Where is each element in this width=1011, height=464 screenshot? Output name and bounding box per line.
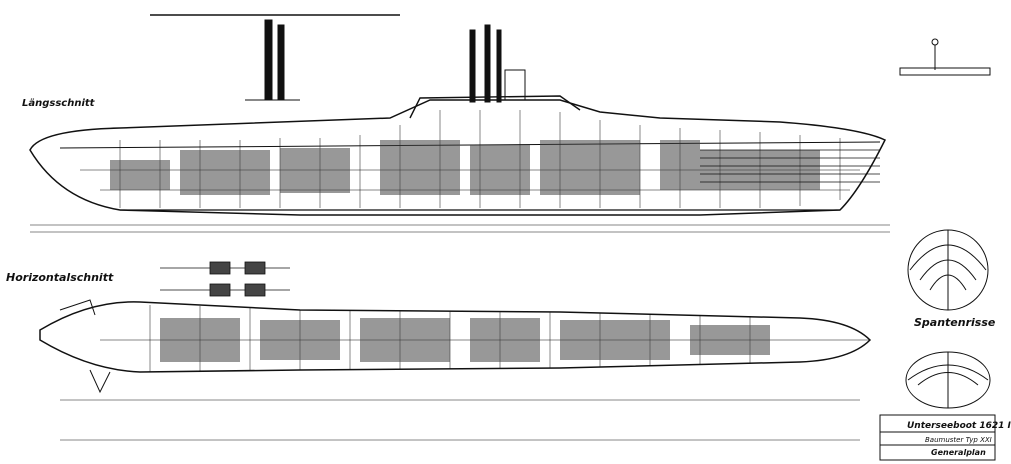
horizontal-section-title: Horizontalschnitt — [6, 271, 114, 284]
frame-section-title: Spantenrisse — [914, 316, 996, 329]
longitudinal-hull — [29, 99, 887, 216]
frame-section-upper — [907, 229, 989, 311]
parts-list-rules — [60, 399, 860, 441]
longitudinal-section-title: Längsschnitt — [22, 98, 95, 109]
title-block — [879, 414, 996, 461]
periscope-detail — [899, 38, 991, 76]
snorkel-detail — [245, 19, 300, 101]
frame-number-rule — [30, 224, 890, 233]
conning-tower — [409, 24, 581, 119]
horizontal-hull — [39, 299, 872, 394]
frame-section-lower — [905, 351, 991, 409]
title-block-type: Baumuster Typ XXI — [925, 436, 992, 444]
title-block-plan: Generalplan — [931, 448, 986, 457]
shaft-detail — [160, 261, 290, 297]
title-block-boat: Unterseeboot 1621 I — [907, 421, 1011, 431]
